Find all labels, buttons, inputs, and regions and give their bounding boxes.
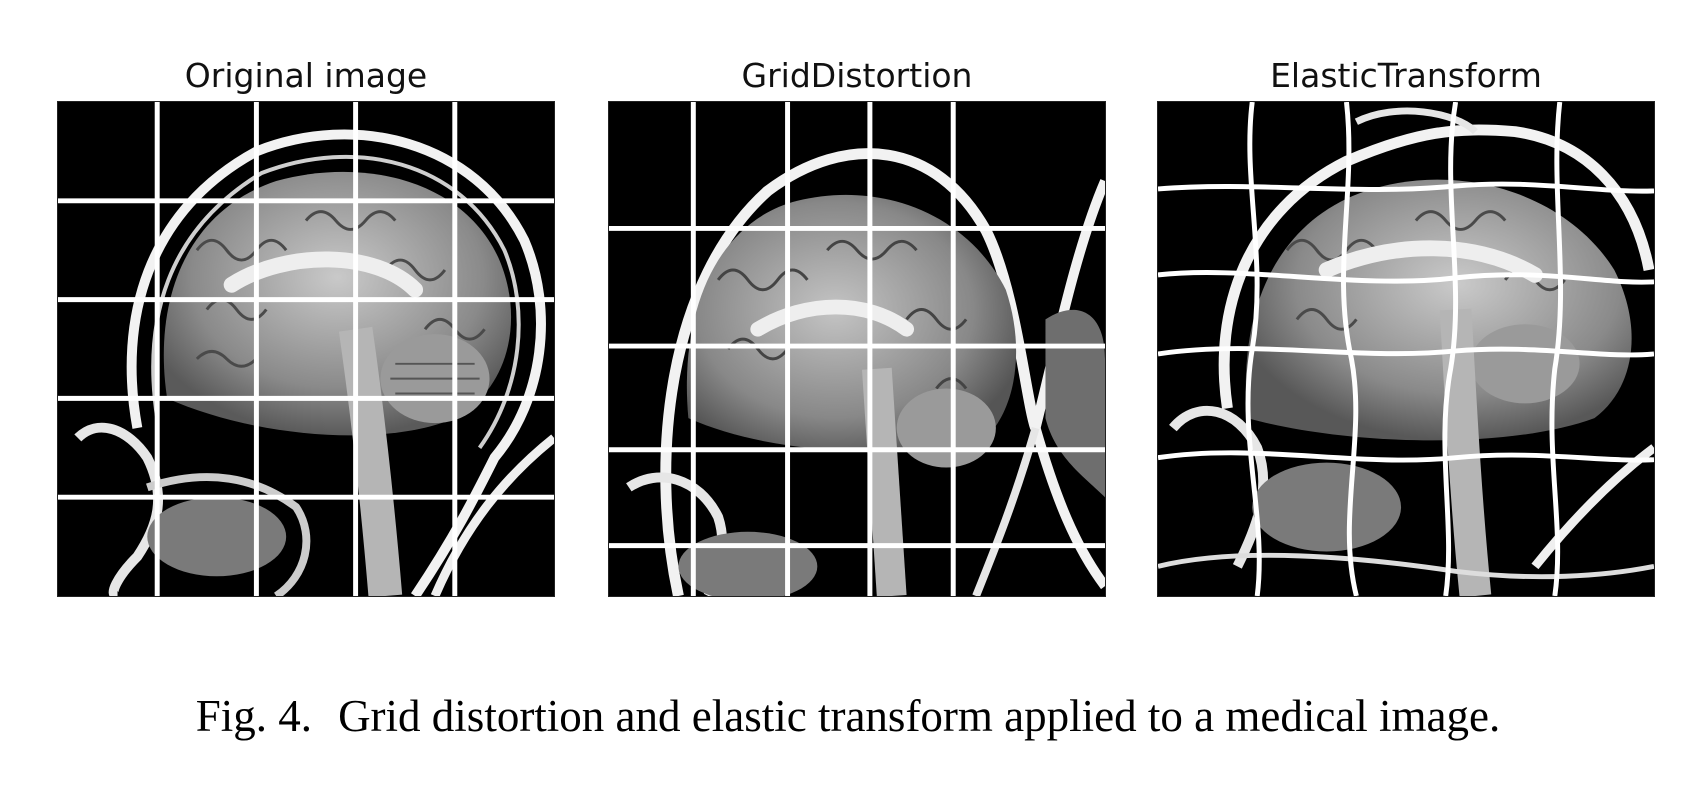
original-mri-image (57, 101, 555, 597)
panel-title-grid-distortion: GridDistortion (741, 56, 973, 95)
grid-distortion-mri-image (608, 101, 1106, 597)
original-mri-illustration (58, 102, 554, 596)
panel-title-original: Original image (184, 56, 428, 95)
panel-title-elastic-transform: ElasticTransform (1270, 56, 1542, 95)
grid-distortion-mri-illustration (609, 102, 1105, 596)
figure-caption-text: Grid distortion and elastic transform ap… (338, 691, 1501, 741)
elastic-transform-mri-illustration (1158, 102, 1654, 596)
figure-label: Fig. 4. (195, 691, 313, 741)
elastic-transform-mri-image (1157, 101, 1655, 597)
figure-caption: Fig. 4. Grid distortion and elastic trans… (0, 690, 1696, 742)
